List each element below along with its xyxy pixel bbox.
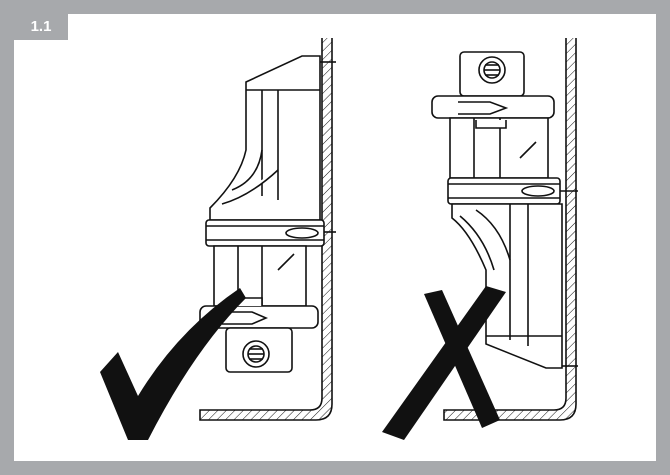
- figure-label: 1.1: [14, 14, 68, 40]
- check-mark-icon: [100, 288, 246, 440]
- wall-left: [199, 38, 333, 421]
- product-body-left: [199, 55, 336, 373]
- product-body-right: [431, 51, 578, 369]
- incorrect-installation: [382, 38, 578, 440]
- cross-mark-icon: [382, 286, 506, 440]
- wall-right: [443, 38, 577, 421]
- correct-installation: [100, 38, 336, 440]
